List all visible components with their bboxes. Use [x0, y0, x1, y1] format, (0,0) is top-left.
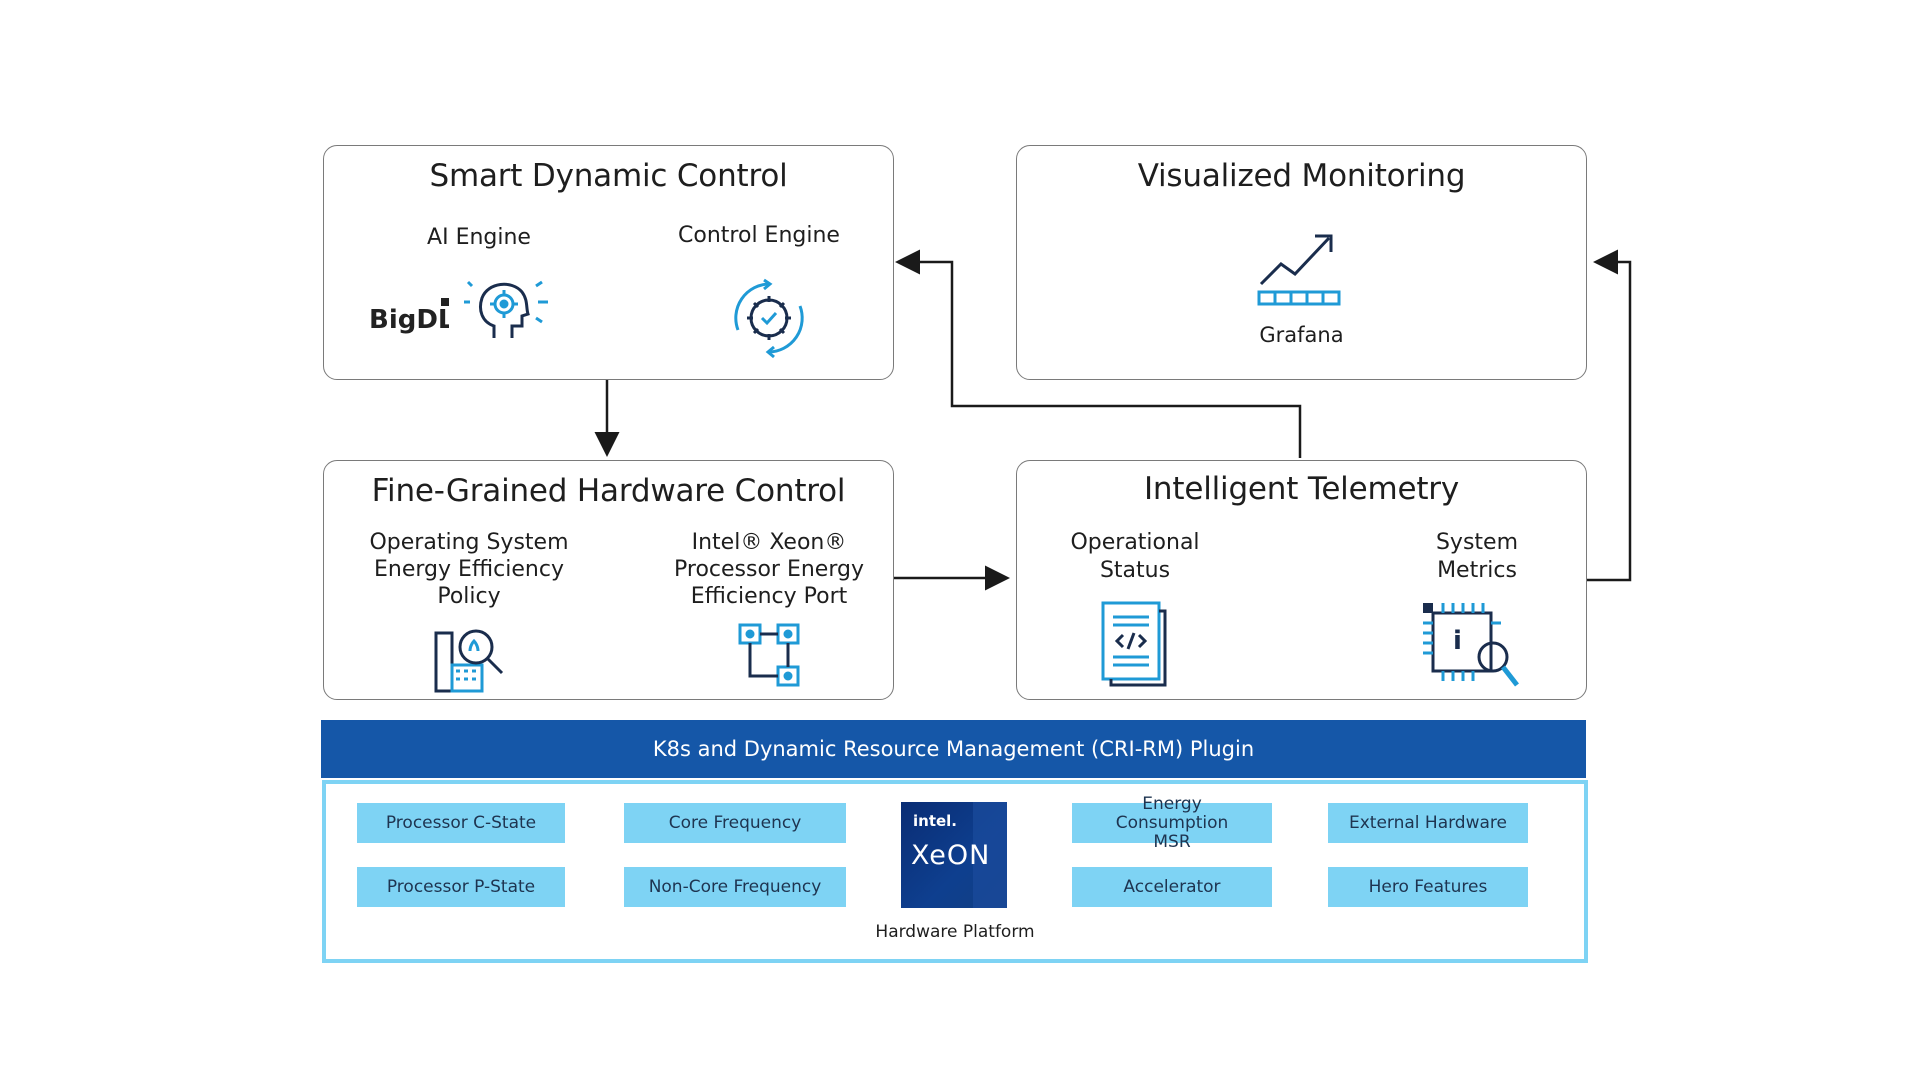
control-gear-icon	[724, 276, 814, 364]
visualized-monitoring-box: Visualized Monitoring Grafana	[1016, 145, 1587, 380]
smart-dynamic-control-title: Smart Dynamic Control	[429, 158, 788, 194]
system-metrics-line: System	[1435, 530, 1519, 555]
cri-rm-plugin-banner: K8s and Dynamic Resource Management (CRI…	[321, 720, 1586, 778]
visualized-monitoring-title: Visualized Monitoring	[1137, 158, 1466, 194]
operational-status-label: Operational Status	[1045, 529, 1225, 585]
code-document-icon	[1099, 599, 1171, 691]
os-policy-line: Operating System	[369, 530, 569, 555]
xeon-logo-shade	[973, 802, 1007, 908]
system-metrics-label: System Metrics	[1387, 529, 1567, 585]
xeon-port-line: Processor Energy	[674, 557, 864, 582]
chip-metrics-search-icon: i	[1419, 599, 1523, 695]
chip-non-core-frequency: Non-Core Frequency	[624, 867, 846, 907]
operational-status-line: Status	[1099, 558, 1171, 583]
port-connection-icon	[734, 621, 804, 697]
fine-grained-title: Fine-Grained Hardware Control	[371, 473, 846, 509]
operational-status-line: Operational	[1070, 530, 1200, 555]
chip-processor-p-state: Processor P-State	[357, 867, 565, 907]
intel-xeon-logo: intel. XeON	[901, 802, 1007, 908]
chip-hero-features: Hero Features	[1328, 867, 1528, 907]
chip-processor-c-state: Processor C-State	[357, 803, 565, 843]
svg-text:BigDL: BigDL	[369, 305, 449, 335]
chip-external-hardware: External Hardware	[1328, 803, 1528, 843]
chip-core-frequency: Core Frequency	[624, 803, 846, 843]
intelligent-telemetry-title: Intelligent Telemetry	[1143, 471, 1459, 507]
control-engine-label: Control Engine	[678, 223, 840, 248]
grafana-chart-icon	[1255, 228, 1345, 312]
ai-head-gear-icon	[464, 276, 554, 350]
fine-grained-hardware-control-box: Fine-Grained Hardware Control Operating …	[323, 460, 894, 700]
svg-text:i: i	[1453, 626, 1462, 656]
bigdl-logo: BigDL	[369, 296, 455, 340]
smart-dynamic-control-box: Smart Dynamic Control AI Engine Control …	[323, 145, 894, 380]
hardware-platform-label: Hardware Platform	[875, 922, 1035, 942]
xeon-intel-wordmark: intel.	[913, 812, 958, 830]
os-policy-line: Energy Efficiency	[374, 557, 564, 582]
grafana-label: Grafana	[1259, 323, 1344, 347]
chip-energy-consumption-msr: Energy Consumption MSR	[1072, 794, 1272, 851]
building-energy-search-icon	[432, 621, 512, 697]
xeon-port-line: Efficiency Port	[690, 584, 848, 609]
os-policy-label: Operating System Energy Efficiency Polic…	[354, 529, 584, 610]
xeon-port-line: Intel® Xeon®	[691, 530, 847, 555]
xeon-port-label: Intel® Xeon® Processor Energy Efficiency…	[654, 529, 884, 610]
system-metrics-line: Metrics	[1437, 558, 1517, 583]
chip-accelerator: Accelerator	[1072, 867, 1272, 907]
xeon-wordmark: XeON	[911, 840, 991, 871]
intelligent-telemetry-box: Intelligent Telemetry Operational Status…	[1016, 460, 1587, 700]
os-policy-line: Policy	[437, 584, 501, 609]
ai-engine-label: AI Engine	[427, 225, 531, 250]
